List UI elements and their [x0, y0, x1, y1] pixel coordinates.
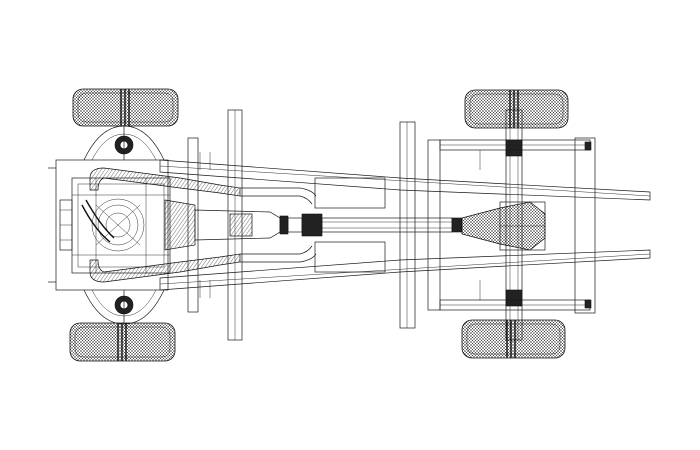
engine-block — [59, 177, 171, 274]
cross-members — [187, 109, 441, 341]
front-suspension — [83, 125, 165, 325]
rear-leaf-springs — [439, 137, 596, 314]
rear-left-wheel — [464, 89, 569, 129]
rear-differential — [461, 201, 546, 251]
transmission-driveshaft — [194, 209, 463, 241]
detail-lines — [199, 150, 481, 300]
front-right-wheel — [69, 322, 176, 362]
rear-axle — [505, 109, 523, 341]
front-left-wheel — [72, 88, 179, 127]
exhaust-pipes — [89, 167, 317, 283]
rear-right-wheel — [461, 319, 566, 359]
